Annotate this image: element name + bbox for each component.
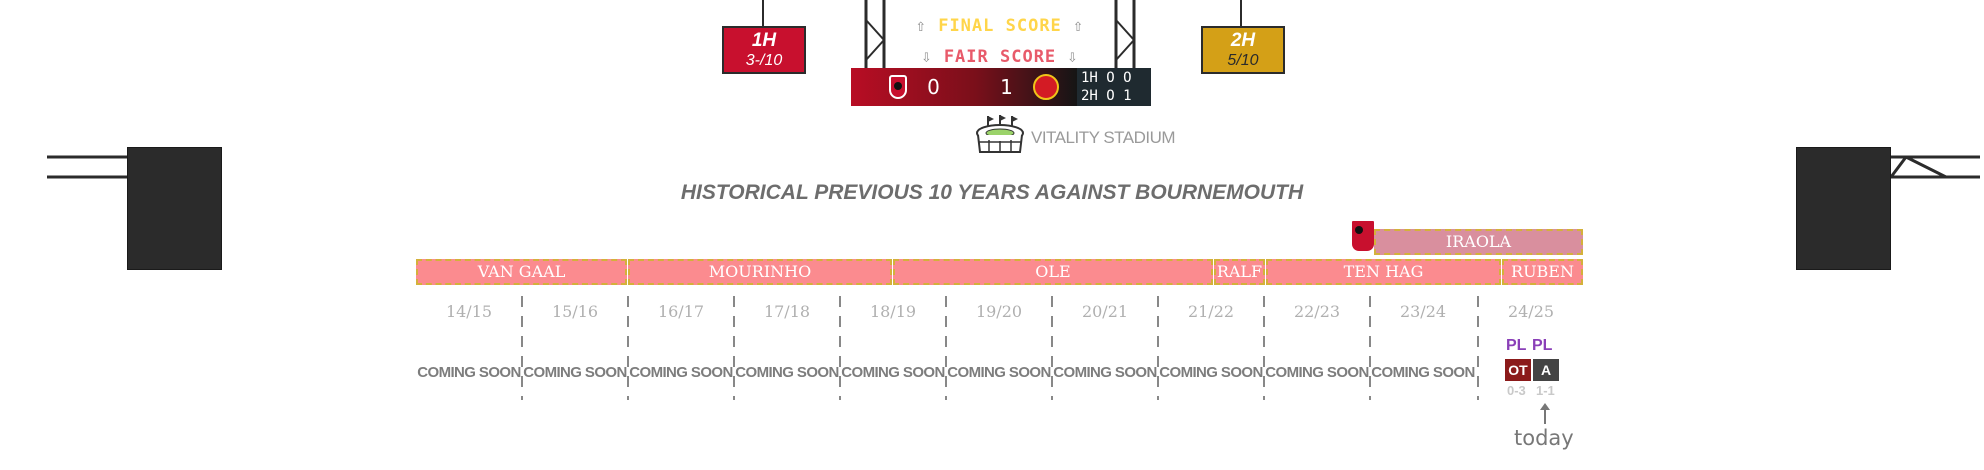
manager-label: RUBEN (1511, 262, 1574, 281)
manager-label: MOURINHO (708, 262, 812, 281)
page-title: HISTORICAL PREVIOUS 10 YEARS AGAINST BOU… (680, 181, 1304, 204)
bournemouth-crest-icon (1350, 219, 1376, 253)
manager-bar-ole: OLE (893, 259, 1213, 285)
match-score: 1-1 (1536, 383, 1555, 398)
fair-score-text: FAIR SCORE (943, 47, 1057, 67)
manager-label: TEN HAG (1343, 262, 1424, 281)
manager-label: VAN GAAL (477, 262, 566, 281)
opponent-manager-bar: IRAOLA (1374, 229, 1583, 255)
first-half-label: 1H (751, 30, 777, 51)
season-label: 20/21 (1081, 302, 1129, 321)
stadium-icon (975, 114, 1025, 163)
first-half-rating: 3-/10 (745, 52, 783, 69)
season-label: 15/16 (551, 302, 599, 321)
manchester-united-crest-icon (1032, 74, 1059, 100)
season-label: 19/20 (975, 302, 1023, 321)
season-label: 24/25 (1507, 302, 1555, 321)
season-label: 14/15 (445, 302, 493, 321)
season-label: 21/22 (1187, 302, 1235, 321)
coming-soon-label: COMING SOON (841, 364, 945, 381)
fair-score-label: ⇩ FAIR SCORE ⇩ (900, 47, 1100, 67)
season-label: 18/19 (869, 302, 917, 321)
today-label: today (1514, 426, 1574, 450)
match-score: 0-3 (1507, 383, 1526, 398)
opponent-manager-label: IRAOLA (1445, 232, 1512, 251)
competition-badge: PL (1532, 337, 1553, 354)
home-goals: 0 (927, 75, 940, 99)
manager-label: OLE (1035, 262, 1071, 281)
coming-soon-label: COMING SOON (1159, 364, 1263, 381)
bournemouth-crest-icon (889, 75, 907, 99)
season-label: 22/23 (1293, 302, 1341, 321)
arrow-up-icon: ⇧ (1073, 16, 1085, 36)
arrow-up-icon (1538, 402, 1552, 429)
arrow-down-icon: ⇩ (1067, 47, 1079, 67)
away-goals: 1 (1000, 75, 1013, 99)
coming-soon-label: COMING SOON (1371, 364, 1475, 381)
second-half-rating-box: 2H 5/10 (1201, 26, 1285, 74)
season-label: 23/24 (1399, 302, 1447, 321)
manager-label: RALF (1216, 262, 1263, 281)
season-label: 17/18 (763, 302, 811, 321)
season-label: 16/17 (657, 302, 705, 321)
half1-score: 1H O O (1081, 70, 1132, 86)
first-half-rating-box: 1H 3-/10 (722, 26, 806, 74)
coming-soon-label: COMING SOON (1265, 364, 1369, 381)
manager-bar-ralf: RALF (1214, 259, 1265, 285)
final-score-text: FINAL SCORE (938, 16, 1062, 36)
manager-bar-ten-hag: TEN HAG (1266, 259, 1501, 285)
coming-soon-label: COMING SOON (417, 364, 521, 381)
right-speaker (1796, 147, 1891, 270)
second-half-rating: 5/10 (1227, 52, 1259, 69)
manager-bar-mourinho: MOURINHO (628, 259, 892, 285)
second-half-cable (1240, 0, 1242, 28)
stadium-name: VITALITY STADIUM (1031, 128, 1176, 147)
competition-badge: PL (1506, 337, 1527, 354)
manager-bar-van-gaal: VAN GAAL (416, 259, 627, 285)
scoreboard-truss (862, 0, 1142, 75)
half2-score: 2H O 1 (1081, 88, 1132, 104)
left-speaker (127, 147, 222, 270)
coming-soon-label: COMING SOON (629, 364, 733, 381)
coming-soon-label: COMING SOON (1053, 364, 1157, 381)
scoreboard-main: 0 1 (851, 68, 1077, 106)
scoreboard: 0 1 1H O O 2H O 1 (851, 68, 1151, 106)
manager-bar-ruben: RUBEN (1502, 259, 1583, 285)
season-dividers (0, 296, 1984, 407)
match-result-badge[interactable]: OT (1505, 359, 1531, 381)
second-half-label: 2H (1230, 30, 1256, 51)
coming-soon-label: COMING SOON (735, 364, 839, 381)
coming-soon-label: COMING SOON (947, 364, 1051, 381)
coming-soon-label: COMING SOON (523, 364, 627, 381)
match-result-badge[interactable]: A (1533, 359, 1559, 381)
first-half-cable (762, 0, 764, 28)
final-score-label: ⇧ FINAL SCORE ⇧ (900, 16, 1100, 36)
arrow-down-icon: ⇩ (921, 47, 933, 67)
arrow-up-icon: ⇧ (915, 16, 927, 36)
half-scores: 1H O O 2H O 1 (1077, 68, 1151, 106)
